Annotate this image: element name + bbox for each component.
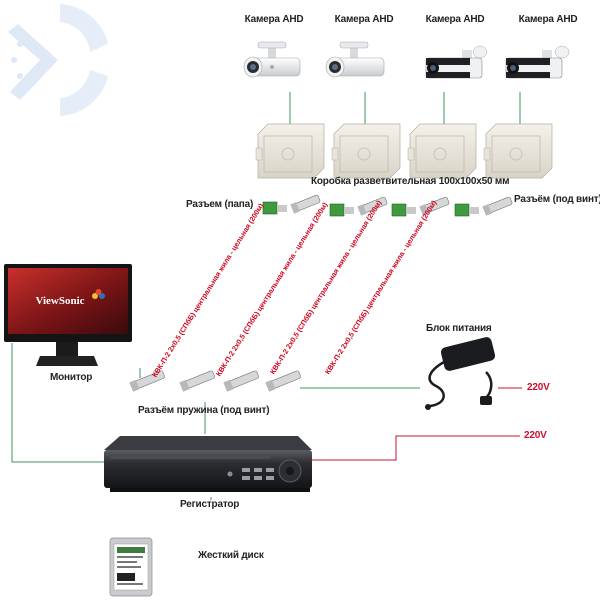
hdd-image xyxy=(109,537,153,597)
monitor-image: ViewSonic xyxy=(4,264,132,366)
junction-box-label: Коробка разветвительная 100х100х50 мм xyxy=(311,176,510,187)
spring-connector-4 xyxy=(265,370,301,392)
camera-2 xyxy=(325,41,385,78)
camera-1 xyxy=(243,41,301,78)
camera-label-2: Камера AHD xyxy=(334,14,394,25)
recorder-label: Регистратор xyxy=(180,499,240,510)
junction-box-4 xyxy=(483,123,553,179)
junction-box-1 xyxy=(255,123,325,179)
connector-screw-label: Разъём (под винт) xyxy=(514,194,600,205)
spring-connector-2 xyxy=(179,370,215,392)
junction-box-2 xyxy=(331,123,401,179)
camera-label-3: Камера AHD xyxy=(425,14,485,25)
recorder-image xyxy=(104,436,312,492)
voltage-dvr-label: 220V xyxy=(524,430,547,441)
spring-connector-label: Разъём пружина (под винт) xyxy=(138,405,270,416)
camera-4 xyxy=(505,45,570,79)
voltage-psu-label: 220V xyxy=(527,382,550,393)
signal-wires xyxy=(11,92,521,500)
power-supply-label: Блок питания xyxy=(426,323,492,334)
monitor-brand-text: ViewSonic xyxy=(35,295,84,307)
junction-box-3 xyxy=(407,123,477,179)
connector-pair-2 xyxy=(329,196,388,217)
camera-label-4: Камера AHD xyxy=(518,14,578,25)
monitor-label: Монитор xyxy=(50,372,93,383)
connector-pair-3 xyxy=(391,196,450,217)
connector-male-label: Разъем (папа) xyxy=(186,199,254,210)
spring-connector-3 xyxy=(223,370,259,392)
spring-connector-1 xyxy=(129,370,165,392)
camera-label-1: Камера AHD xyxy=(244,14,304,25)
hdd-label: Жесткий диск xyxy=(198,550,264,561)
watermark-logo xyxy=(8,4,108,116)
connector-pair-1 xyxy=(262,194,321,215)
power-wires xyxy=(307,387,522,461)
camera-3 xyxy=(425,45,488,79)
connector-pair-4 xyxy=(454,196,513,217)
power-supply-image xyxy=(425,337,496,410)
